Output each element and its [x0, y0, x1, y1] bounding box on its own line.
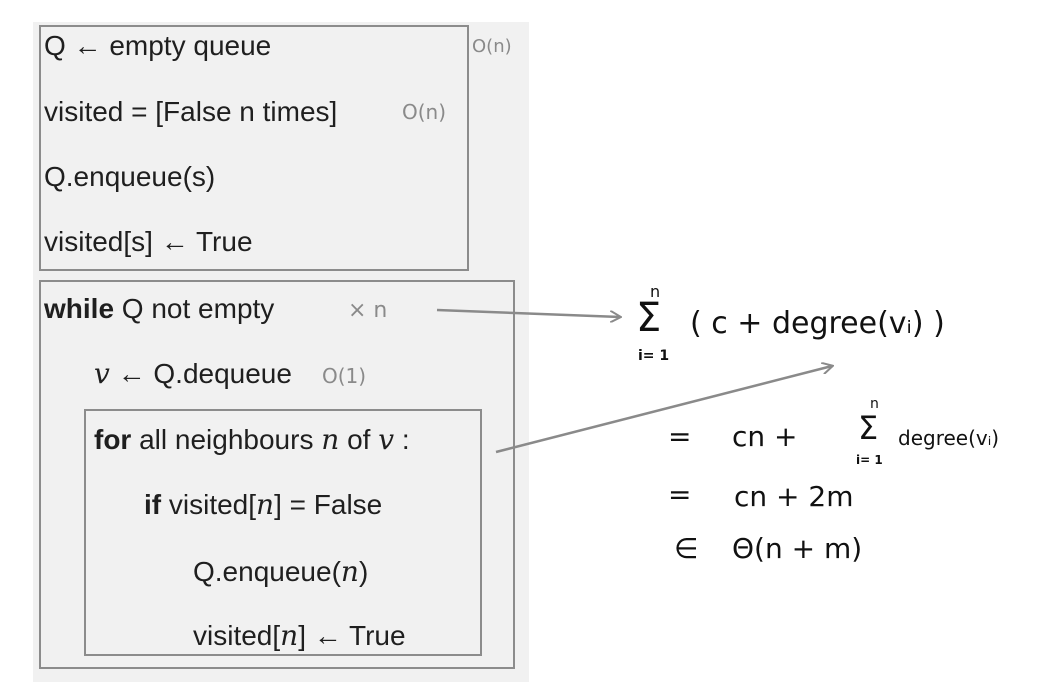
- sum-symbol: Σ: [636, 295, 662, 341]
- code-line-init-visited: visited = [False n times]: [44, 96, 338, 127]
- var-n: n: [256, 488, 275, 521]
- var-v: v: [94, 357, 110, 390]
- visited-pre: visited[: [193, 620, 281, 651]
- if-text-post: ] = False: [274, 489, 383, 520]
- sum-upper-limit: n: [650, 282, 661, 301]
- eq3-expression: Θ(n + m): [732, 532, 863, 565]
- eq1-sum-symbol: Σ: [858, 409, 879, 447]
- eq2-expression: cn + 2m: [734, 480, 854, 513]
- code-line-enqueue-neighbour: Q.enqueue(n): [193, 555, 368, 589]
- sum-lower-limit: i= 1: [638, 348, 670, 364]
- code-panel: [33, 22, 529, 682]
- var-v: v: [378, 423, 395, 456]
- for-text: all neighbours: [139, 424, 314, 455]
- arrow-while-to-sum: [436, 308, 620, 317]
- code-line-for: for all neighbours n of v :: [94, 423, 410, 457]
- loop-count-note: × n: [348, 298, 388, 323]
- enqueue-post: ): [358, 556, 369, 587]
- eq1-sum-upper: n: [870, 396, 879, 412]
- enqueue-pre: Q.enqueue(: [193, 556, 341, 587]
- for-block: [84, 409, 482, 656]
- eq2-sign: =: [668, 478, 692, 511]
- code-line-while: while Q not empty: [44, 292, 274, 326]
- while-condition: Q not empty: [121, 293, 275, 324]
- complexity-note-queue: O(n): [472, 36, 512, 57]
- eq1-degree: degree(vᵢ): [898, 426, 1000, 450]
- code-line-if: if visited[n] = False: [144, 488, 382, 522]
- complexity-note-dequeue: O(1): [322, 364, 367, 388]
- if-keyword: if: [144, 489, 162, 520]
- eq3-sign: ∈: [674, 532, 699, 565]
- var-n: n: [340, 555, 359, 588]
- var-n: n: [280, 619, 299, 652]
- for-of: of: [347, 424, 371, 455]
- for-colon: :: [401, 424, 410, 455]
- eq1-left: cn +: [732, 420, 798, 453]
- init-block: [39, 25, 469, 271]
- complexity-note-visited: O(n): [402, 100, 447, 124]
- eq1-sign: =: [668, 420, 692, 453]
- code-line-mark-source: visited[s] ← True: [44, 226, 253, 257]
- while-block: [39, 280, 515, 669]
- for-keyword: for: [94, 424, 132, 455]
- code-line-enqueue-source: Q.enqueue(s): [44, 161, 216, 192]
- code-line-dequeue: v ← Q.dequeue: [94, 357, 292, 391]
- eq1-sum-lower: i= 1: [856, 453, 883, 467]
- sum-expression: ( c + degree(vᵢ) ): [690, 306, 945, 341]
- while-keyword: while: [44, 293, 115, 324]
- if-text-pre: visited[: [168, 489, 257, 520]
- var-n: n: [321, 423, 340, 456]
- code-line-mark-neighbour: visited[n] ← True: [193, 619, 406, 653]
- arrow-for-to-degree: [495, 366, 832, 454]
- dequeue-text: ← Q.dequeue: [117, 358, 292, 389]
- visited-post: ] ← True: [298, 620, 406, 651]
- code-line-init-queue: Q ← empty queue: [44, 30, 272, 61]
